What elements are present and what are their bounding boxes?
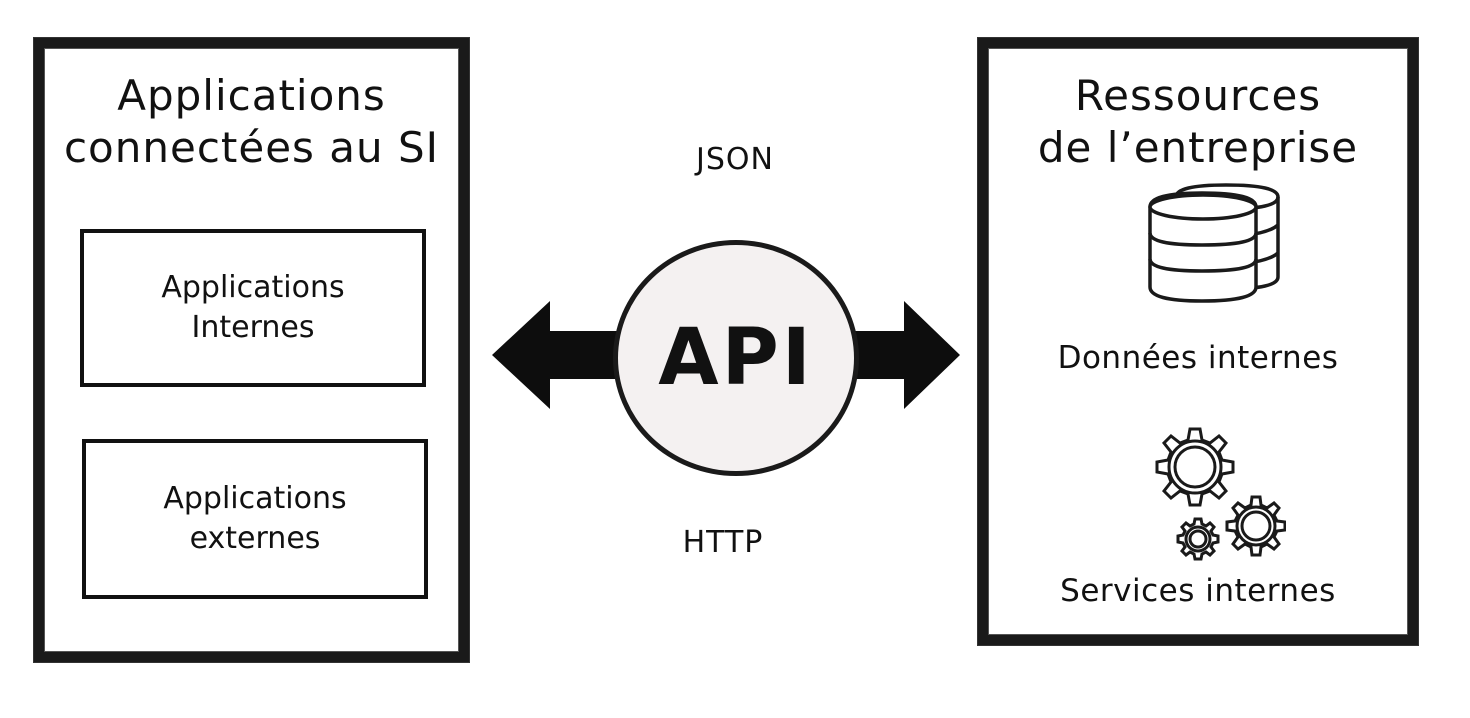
company-resources-title: Ressources de l’entreprise xyxy=(988,70,1408,174)
connected-apps-title-line2: connectées au SI xyxy=(63,123,440,172)
connected-apps-title: Applications connectées au SI xyxy=(44,70,459,174)
external-apps-box: Applications externes xyxy=(82,439,428,599)
company-resources-title-line1: Ressources xyxy=(1074,71,1322,120)
internal-data-label: Données internes xyxy=(1057,340,1339,376)
database-icon xyxy=(1148,183,1280,303)
json-label: JSON xyxy=(696,142,774,177)
api-label: API xyxy=(658,313,814,403)
internal-apps-box: Applications Internes xyxy=(80,229,426,387)
external-apps-line1: Applications xyxy=(163,481,347,516)
internal-services-label: Services internes xyxy=(1060,573,1336,609)
gears-icon xyxy=(1155,427,1286,561)
api-circle: API xyxy=(613,240,859,476)
connected-apps-title-line1: Applications xyxy=(117,71,386,120)
http-label: HTTP xyxy=(682,525,764,560)
company-resources-title-line2: de l’entreprise xyxy=(1037,123,1359,172)
company-resources-panel: Ressources de l’entreprise Données inter… xyxy=(978,38,1418,645)
external-apps-line2: externes xyxy=(189,521,321,556)
internal-apps-line2: Internes xyxy=(191,310,315,345)
internal-apps-line1: Applications xyxy=(161,270,345,305)
connected-apps-panel: Applications connectées au SI Applicatio… xyxy=(34,38,469,662)
